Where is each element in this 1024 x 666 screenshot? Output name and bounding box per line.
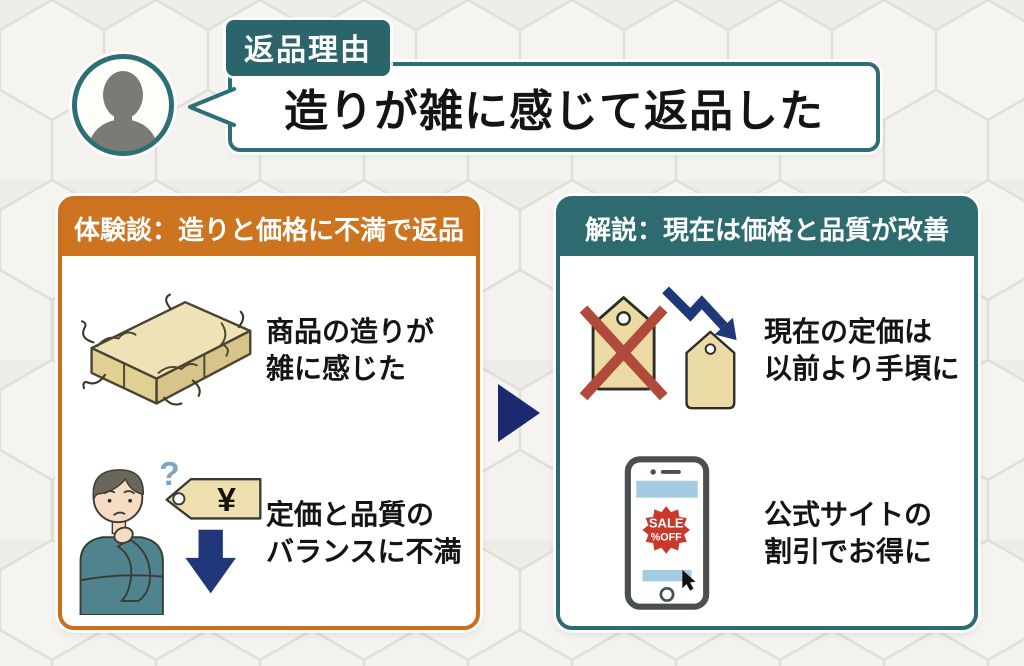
explanation-panel-title: 解説：現在は価格と品質が改善 <box>560 200 974 256</box>
experience-row-build-quality-text: 商品の造りが 雑に感じた <box>266 315 435 384</box>
experience-row-price-balance: ? ¥ 定価と品質の バランスに不満 <box>62 441 476 624</box>
experience-panel: 体験談：造りと価格に不満で返品 <box>58 196 480 630</box>
percent-off-label: %OFF <box>651 531 682 543</box>
explanation-panel: 解説：現在は価格と品質が改善 <box>556 196 978 630</box>
person-silhouette-icon <box>87 71 159 151</box>
cursor-icon <box>682 569 696 591</box>
down-arrow-icon <box>185 529 236 593</box>
thinking-person-price-tag-icon: ? ¥ <box>79 454 262 615</box>
question-mark: ? <box>159 454 180 492</box>
sale-starburst <box>642 505 691 554</box>
yen-symbol: ¥ <box>217 480 236 518</box>
explanation-row-price: 現在の定価は 以前より手頃に <box>560 258 974 441</box>
explanation-row-discount-text: 公式サイトの 割引でお得に <box>764 498 933 567</box>
experience-panel-title: 体験談：造りと価格に不満で返品 <box>62 200 476 256</box>
explanation-row-discount: SALE %OFF 公式サイトの 割引でお得に <box>560 441 974 624</box>
explanation-row-price-text: 現在の定価は 以前より手頃に <box>764 315 960 384</box>
declining-zigzag-arrow-icon <box>662 286 737 340</box>
quote-text: 造りが雑に感じて返品した <box>284 87 824 136</box>
avatar <box>72 54 174 156</box>
price-drop-tags-icon <box>579 286 737 409</box>
mattress-icon <box>80 293 252 406</box>
experience-row-build-quality: 商品の造りが 雑に感じた <box>62 258 476 441</box>
red-x-icon <box>579 304 668 400</box>
sale-smartphone-icon: SALE %OFF <box>624 455 710 610</box>
sale-label: SALE <box>649 515 684 530</box>
experience-row-price-balance-text: 定価と品質の バランスに不満 <box>266 498 462 567</box>
reason-badge: 返品理由 <box>226 20 390 76</box>
speech-bubble-tail <box>188 87 236 127</box>
transition-arrow-icon <box>498 384 540 442</box>
